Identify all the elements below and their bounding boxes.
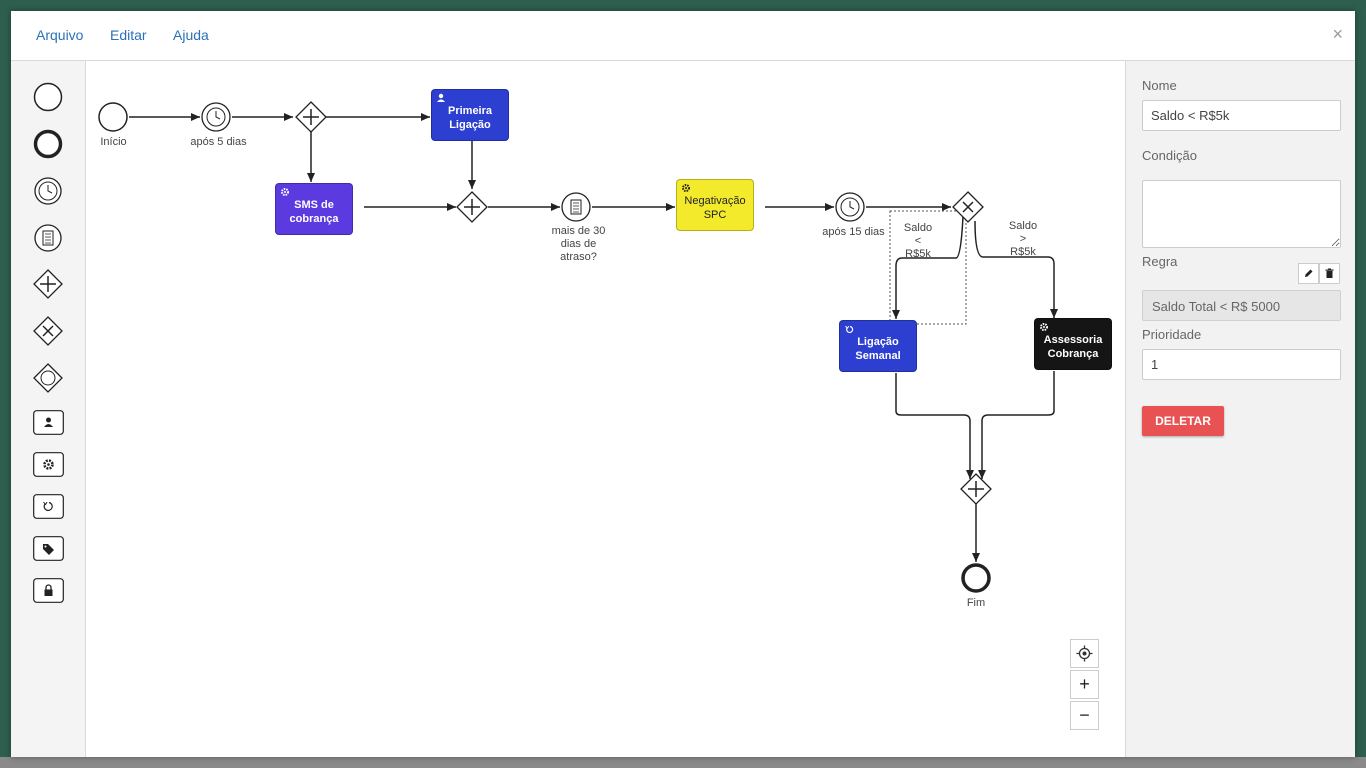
element-palette (11, 61, 86, 757)
target-icon (1076, 645, 1093, 662)
selection-box (889, 210, 967, 325)
event-gateway-icon[interactable] (33, 363, 63, 393)
regra-label: Regra (1142, 254, 1178, 269)
bpmn-editor-modal: Arquivo Editar Ajuda × (11, 11, 1355, 757)
end-label: Fim (966, 597, 986, 609)
zoom-out-button[interactable]: − (1070, 701, 1099, 730)
trash-icon (1325, 268, 1334, 278)
nome-input[interactable] (1142, 100, 1341, 131)
condicao-textarea[interactable] (1142, 180, 1341, 248)
flow-assessoria-join (978, 371, 1055, 479)
start-label: Início (100, 136, 127, 148)
loop-task-icon[interactable] (33, 494, 64, 519)
user-icon (437, 93, 445, 102)
regra-value: Saldo Total < R$ 5000 (1142, 290, 1341, 321)
conditional-event-icon[interactable] (33, 223, 63, 253)
prioridade-label: Prioridade (1142, 327, 1202, 342)
menu-ajuda[interactable]: Ajuda (173, 27, 209, 43)
parallel-gateway-1 (295, 101, 327, 133)
gear-icon (1040, 323, 1048, 331)
timer-event-1 (201, 102, 231, 132)
start-event-icon[interactable] (33, 82, 63, 112)
end-event (961, 563, 991, 593)
nome-label: Nome (1142, 78, 1177, 93)
menu-bar: Arquivo Editar Ajuda × (11, 11, 1355, 61)
flow-ligacao-join (895, 373, 974, 479)
diagram-connections (98, 101, 1058, 593)
flow-left-label: Saldo<R$5k (903, 222, 933, 260)
exclusive-gateway (952, 191, 984, 223)
start-event (98, 102, 128, 132)
parallel-gateway-icon[interactable] (33, 269, 63, 299)
close-icon[interactable]: × (1332, 24, 1343, 44)
gear-icon (682, 184, 690, 192)
parallel-gateway-final (960, 473, 992, 505)
lock-icon[interactable] (33, 578, 64, 603)
flow-xor-ligacao (892, 215, 964, 319)
edit-rule-button[interactable] (1298, 263, 1319, 284)
delete-button[interactable]: DELETAR (1142, 406, 1224, 436)
end-event-icon[interactable] (33, 129, 63, 159)
flow-xor-assessoria (974, 220, 1058, 318)
delete-rule-button[interactable] (1319, 263, 1340, 284)
parallel-gateway-join (456, 191, 488, 223)
zoom-in-button[interactable]: + (1070, 670, 1099, 699)
menu-arquivo[interactable]: Arquivo (36, 27, 84, 43)
exclusive-gateway-icon[interactable] (33, 316, 63, 346)
timer2-label: após 15 dias (822, 226, 885, 238)
gear-icon (281, 188, 289, 196)
timer-event-2 (835, 192, 865, 222)
flow-right-label: Saldo>R$5k (1008, 220, 1038, 258)
conditional-event (561, 192, 591, 222)
service-task-icon[interactable] (33, 452, 64, 477)
backdrop (0, 757, 1366, 768)
timer1-label: após 5 dias (190, 136, 247, 148)
menu-editar[interactable]: Editar (110, 27, 147, 43)
timer-event-icon[interactable] (33, 176, 63, 206)
properties-panel: Nome Condição Regra Saldo Total < R$ 500… (1125, 61, 1355, 757)
pencil-icon (1305, 269, 1313, 277)
center-view-button[interactable] (1070, 639, 1099, 668)
tag-icon[interactable] (33, 536, 64, 561)
condicao-label: Condição (1142, 148, 1197, 163)
loop-icon (845, 325, 854, 333)
user-task-icon[interactable] (33, 410, 64, 435)
prioridade-input[interactable] (1142, 349, 1341, 380)
